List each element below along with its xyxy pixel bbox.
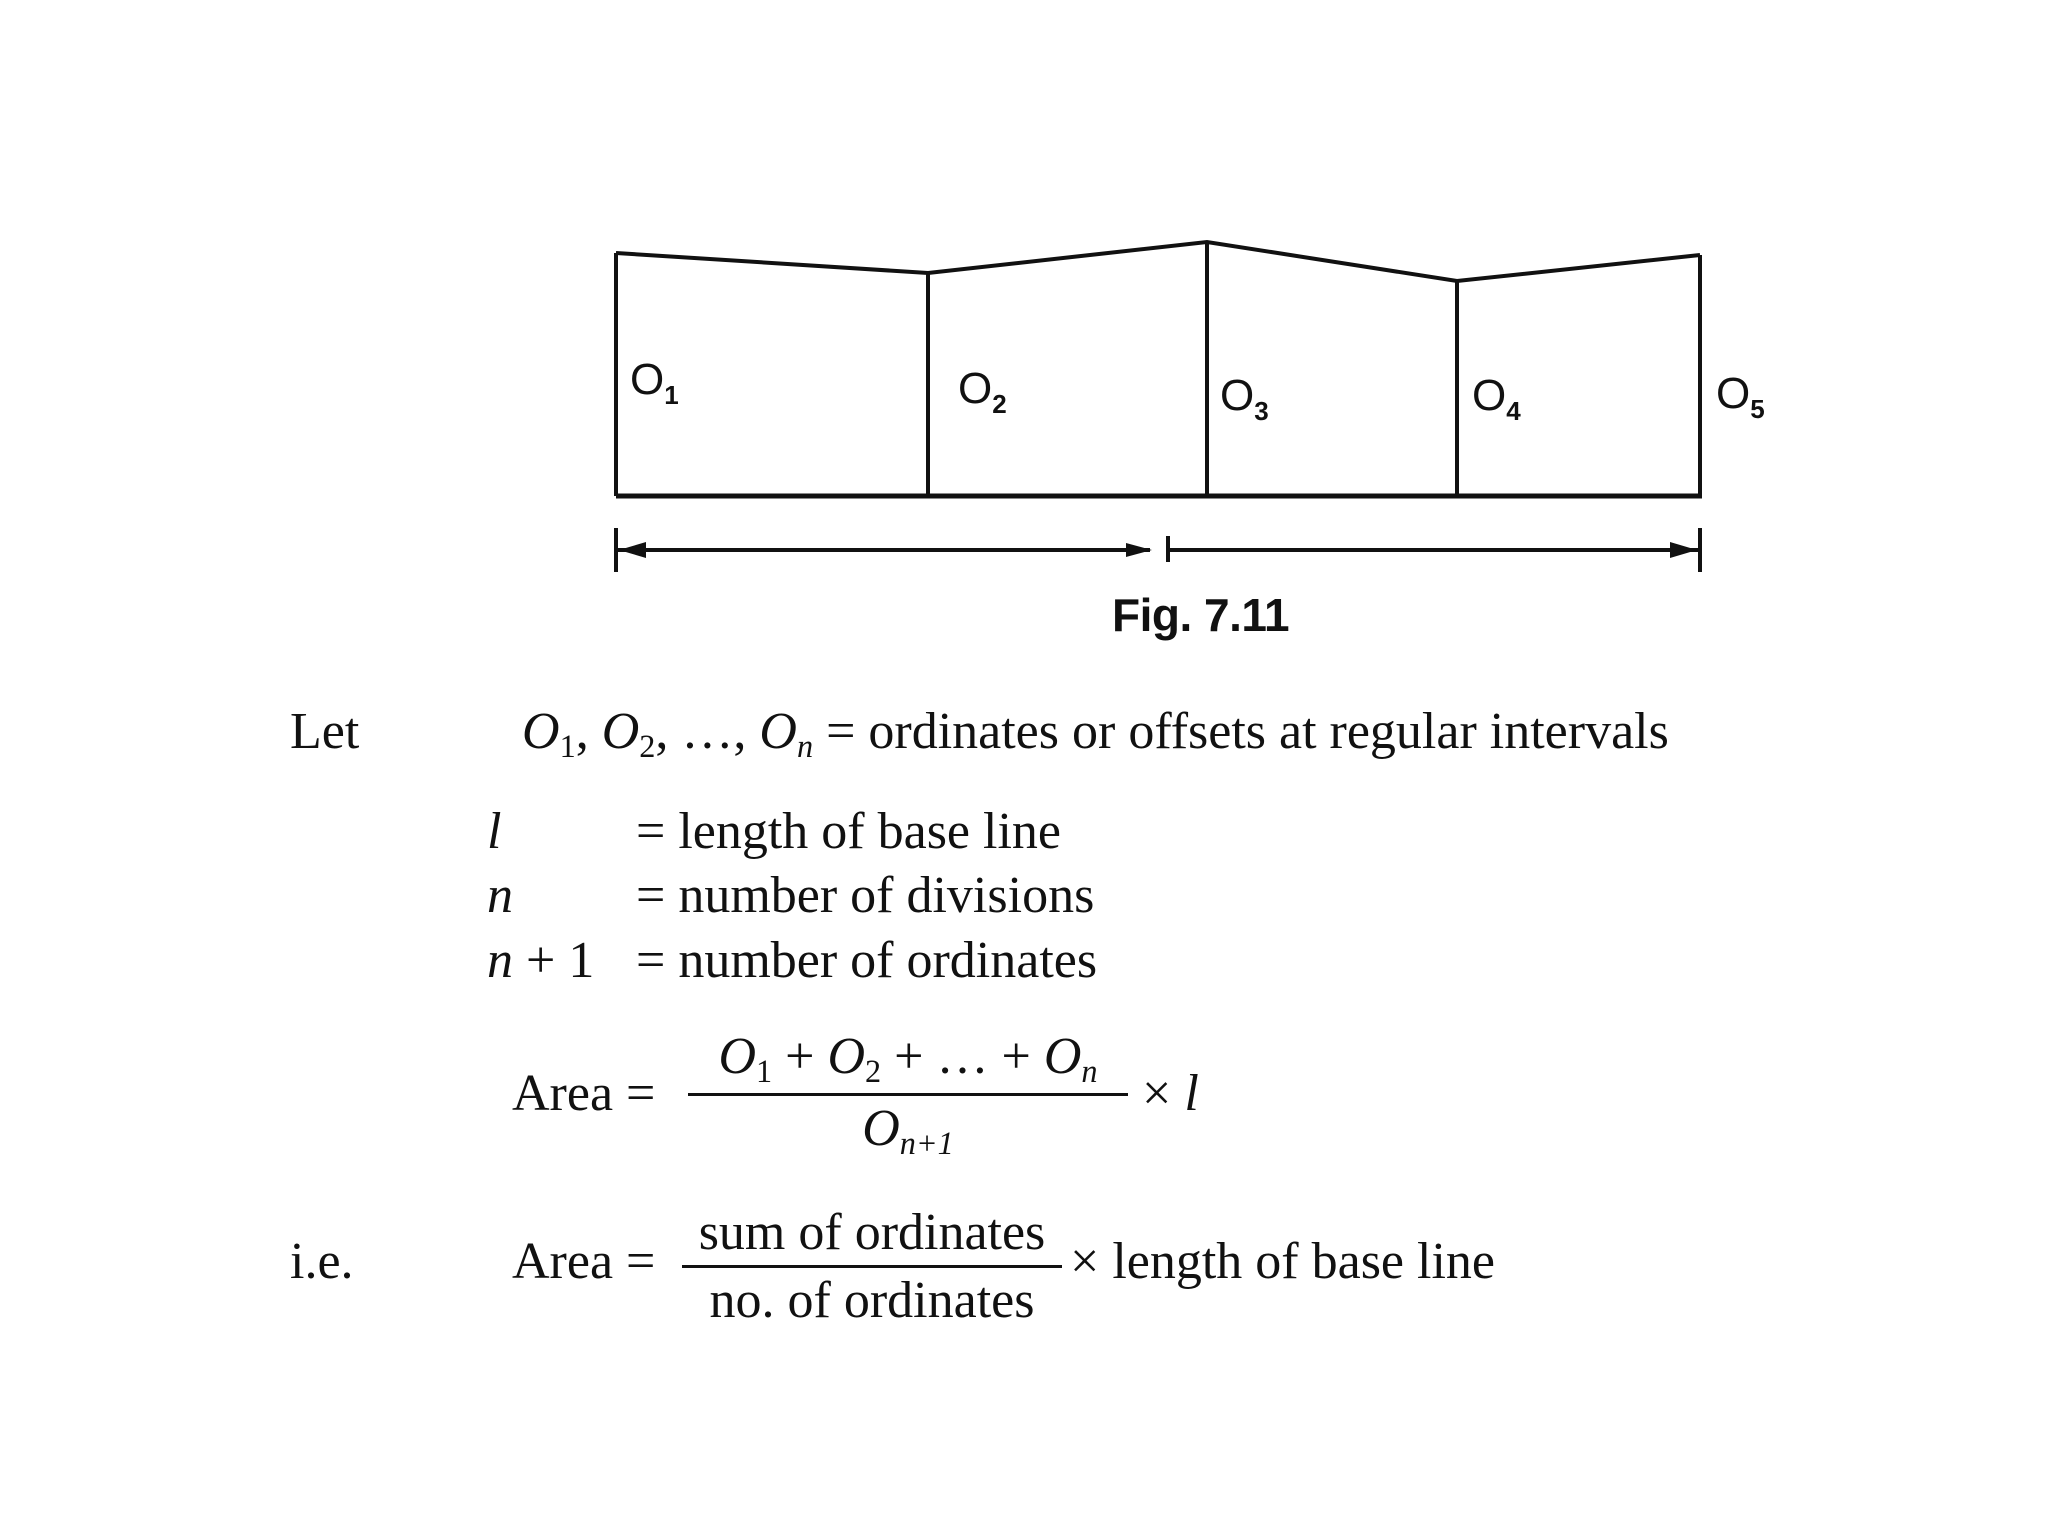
n-definition: = number of divisions xyxy=(636,867,1095,924)
formula2-fraction: sum of ordinates no. of ordinates xyxy=(682,1204,1062,1329)
ordinate-label-4: O4 xyxy=(1472,371,1521,426)
ordinate-label-3: O3 xyxy=(1220,371,1269,426)
l-definition: = length of base line xyxy=(636,803,1061,860)
arrow-right-icon xyxy=(1670,542,1697,558)
ordinate-label-5: O5 xyxy=(1716,369,1765,424)
n1-symbol: n + 1 xyxy=(487,932,595,989)
formula1-fraction: O1 + O2 + … + On On+1 xyxy=(688,1028,1128,1161)
ordinate-label-1: O1 xyxy=(630,355,679,410)
n1-definition: = number of ordinates xyxy=(636,932,1098,989)
formula1-denominator: On+1 xyxy=(862,1099,954,1161)
arrow-left-icon xyxy=(619,542,646,558)
arrow-mid-icon xyxy=(1126,543,1152,557)
figure-caption: Fig. 7.11 xyxy=(1112,589,1290,641)
l-symbol: l xyxy=(487,803,502,860)
n-symbol: n xyxy=(487,867,513,924)
formula2-numerator: sum of ordinates xyxy=(698,1204,1046,1261)
formula2-lhs: Area = xyxy=(512,1233,656,1290)
dimension-line xyxy=(614,528,1702,572)
formula2-fraction-bar xyxy=(682,1264,1062,1268)
formula1-times-l: × l xyxy=(1142,1065,1199,1122)
formula1-fraction-bar xyxy=(688,1092,1128,1096)
ordinates-definition: O1, O2, …, On = ordinates or offsets at … xyxy=(522,703,1669,765)
formula1-numerator: O1 + O2 + … + On xyxy=(718,1028,1098,1090)
formula2-rhs: × length of base line xyxy=(1070,1233,1495,1290)
formula1-lhs: Area = xyxy=(512,1065,656,1122)
ordinate-label-2: O2 xyxy=(958,364,1007,419)
formula2-denominator: no. of ordinates xyxy=(709,1271,1035,1329)
ie-word: i.e. xyxy=(290,1233,354,1290)
boundary-line xyxy=(615,239,1701,284)
let-word: Let xyxy=(290,703,360,760)
